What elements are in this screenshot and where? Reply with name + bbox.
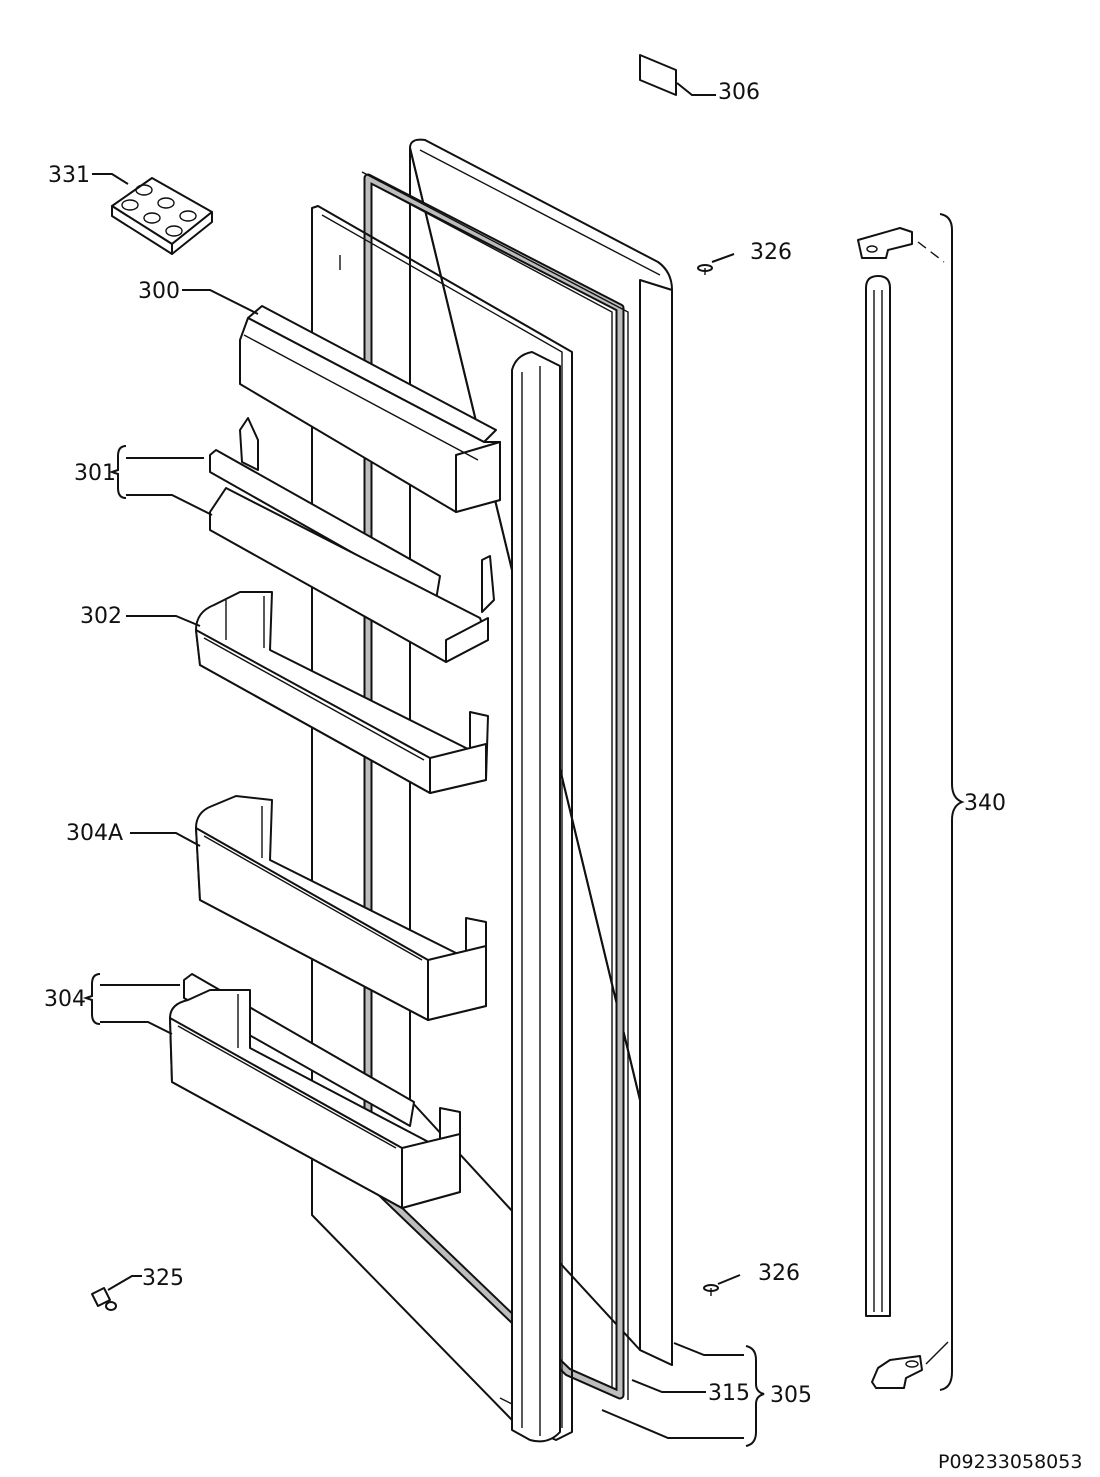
label-326-bottom: 326 xyxy=(758,1261,800,1286)
part-326-screw-top: 326 xyxy=(697,240,792,275)
part-326-screw-bottom: 326 xyxy=(703,1261,800,1296)
label-302: 302 xyxy=(80,604,122,629)
label-305: 305 xyxy=(770,1383,812,1408)
part-331-egg-tray: 331 xyxy=(48,163,213,255)
part-302-door-bin: 302 xyxy=(80,591,489,794)
label-304: 304 xyxy=(44,987,86,1012)
part-306-label-plate: 306 xyxy=(639,54,760,105)
label-301: 301 xyxy=(74,461,116,486)
label-326-top: 326 xyxy=(750,240,792,265)
part-340-hinge-kit: 340 xyxy=(857,213,1006,1391)
part-300-dairy-cover: 300 xyxy=(138,279,501,513)
label-306: 306 xyxy=(718,80,760,105)
part-305-door-assembly xyxy=(311,138,673,1443)
part-304-door-bin: 304 xyxy=(44,973,461,1209)
part-304A-door-bin: 304A xyxy=(66,795,487,1021)
label-304A: 304A xyxy=(66,821,123,846)
label-325: 325 xyxy=(142,1266,184,1291)
part-315-305-callouts: 315 305 xyxy=(601,1342,812,1447)
label-315: 315 xyxy=(708,1381,750,1406)
part-301-door-shelf: 301 xyxy=(74,417,495,663)
part-325-pin: 325 xyxy=(91,1266,184,1311)
reference-code: P09233058053 xyxy=(938,1451,1082,1473)
label-331: 331 xyxy=(48,163,90,188)
label-300: 300 xyxy=(138,279,180,304)
label-340: 340 xyxy=(964,791,1006,816)
